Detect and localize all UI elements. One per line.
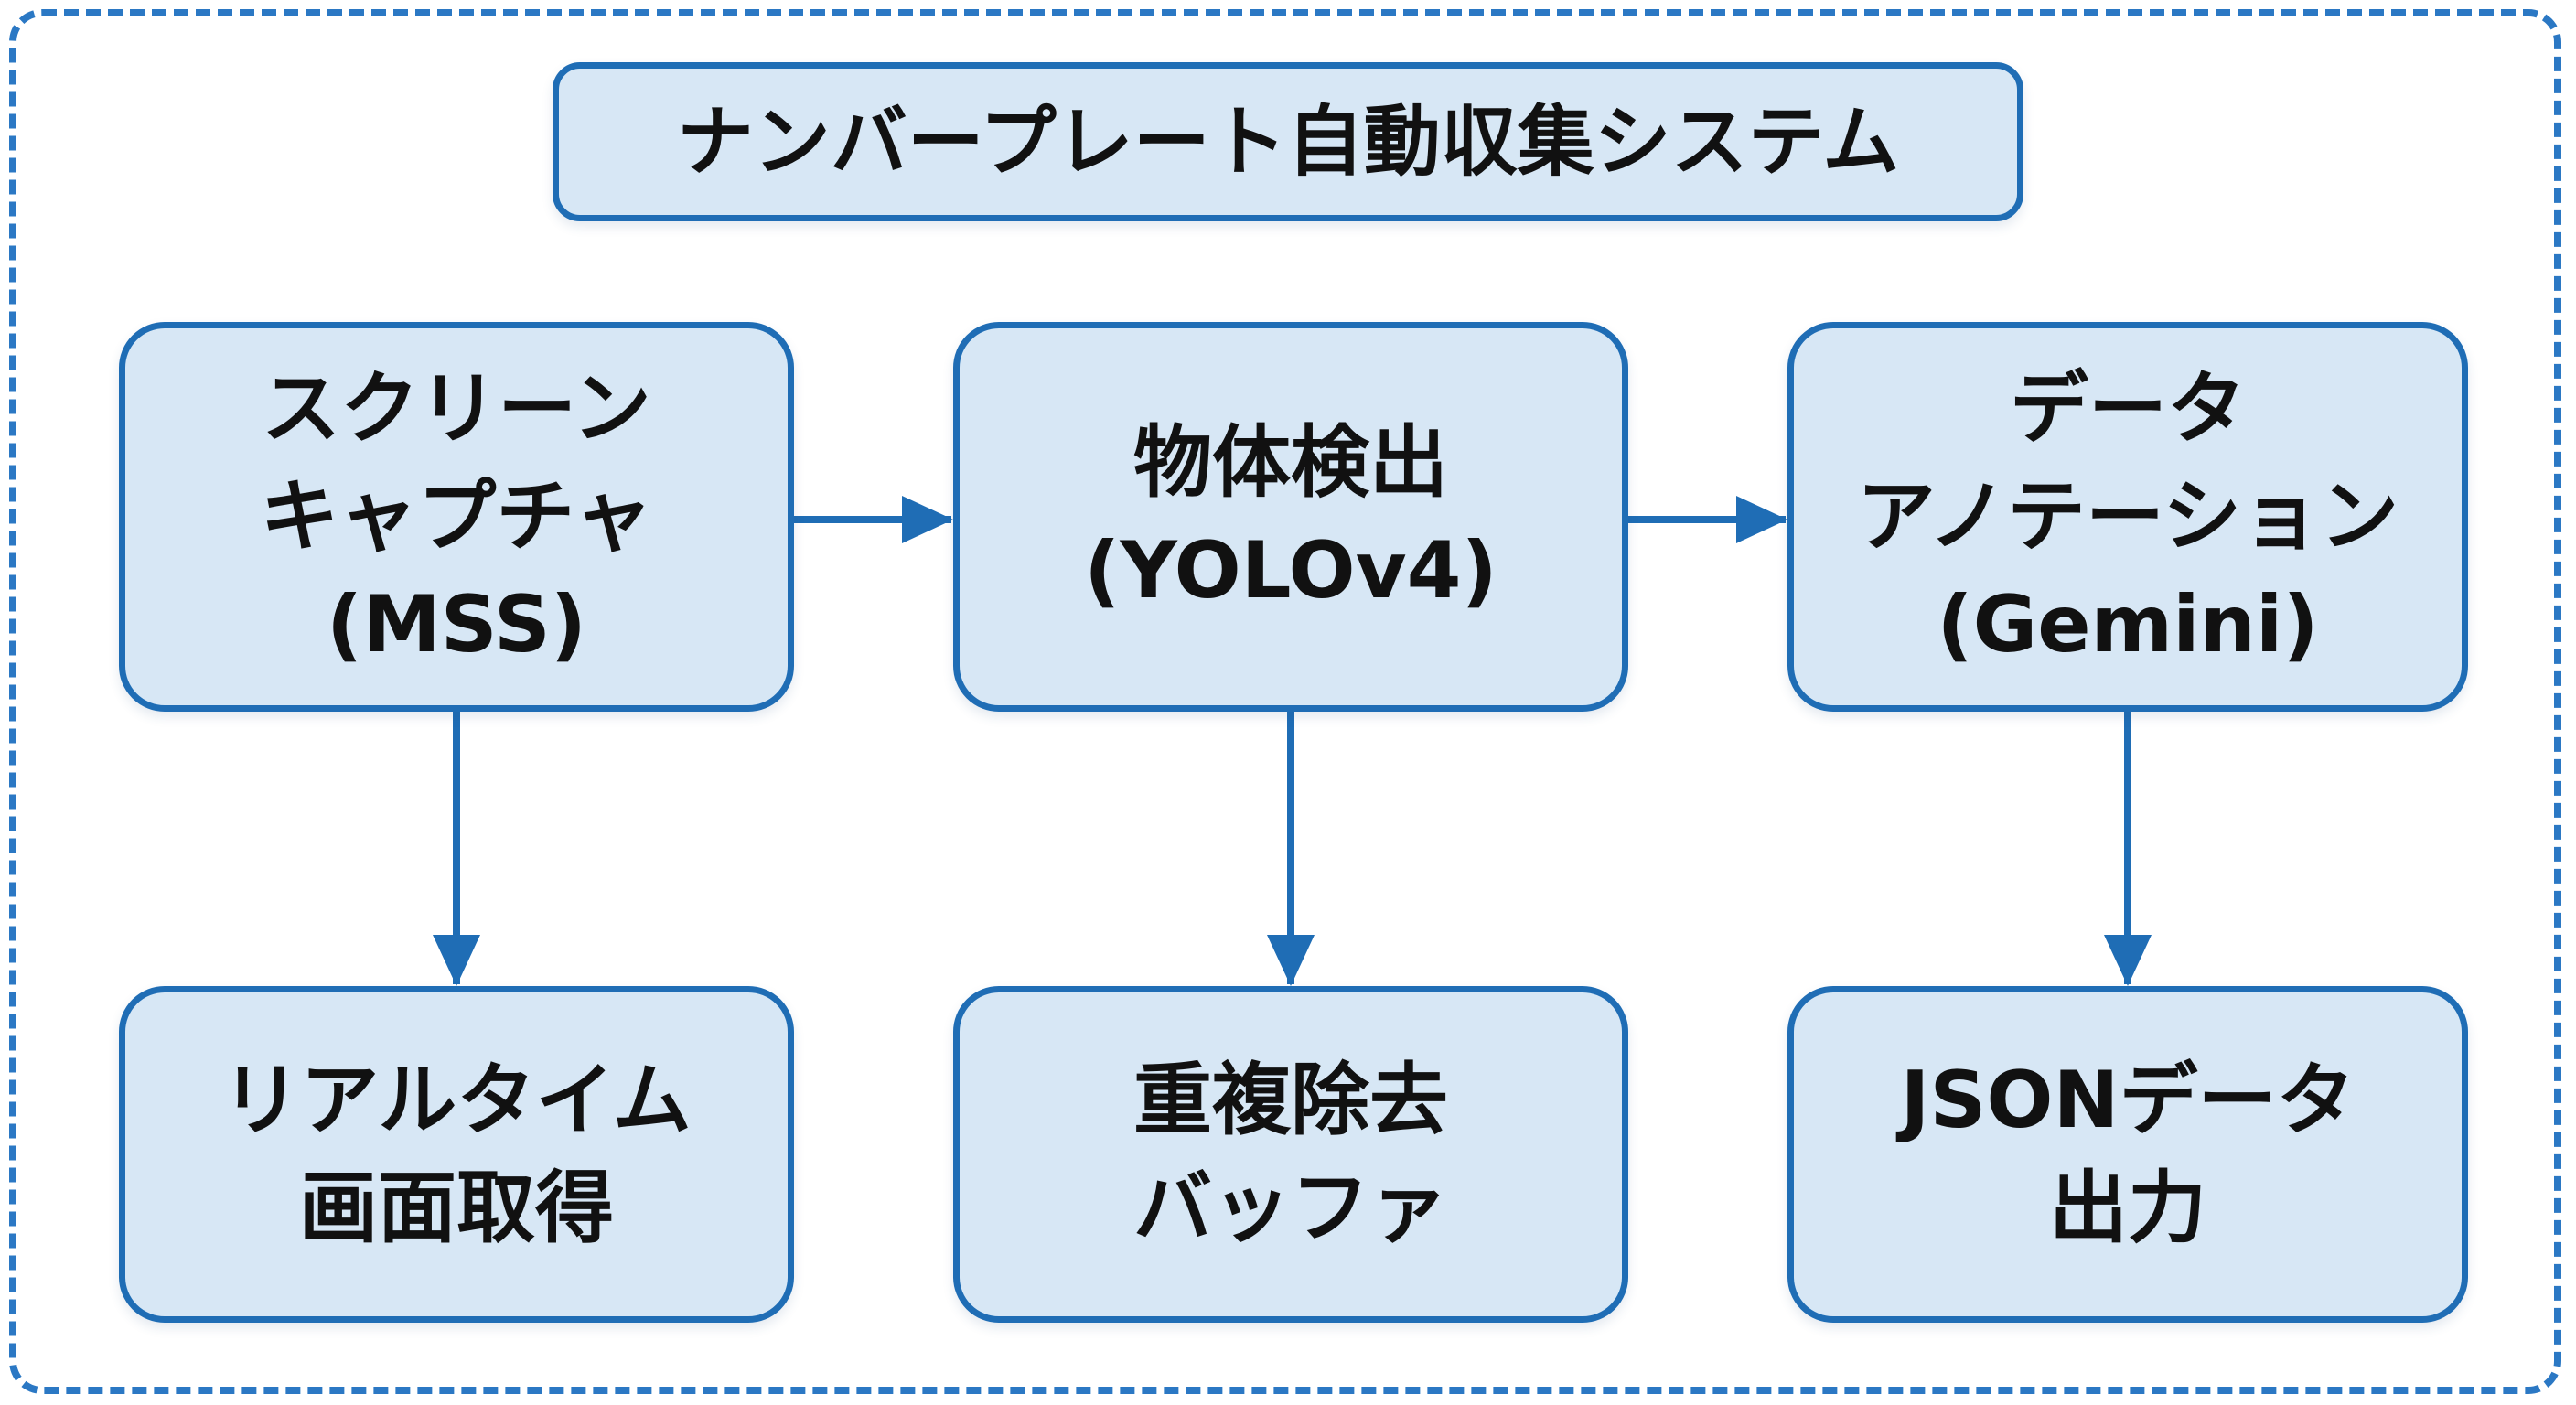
node-label-line: (Gemini) [1937,579,2319,670]
dashed-outer-frame [9,9,2561,1394]
node-label-line: 物体検出 [1133,417,1448,509]
node-label-line: (MSS) [326,579,587,670]
node-json-output: JSONデータ 出力 [1787,986,2468,1323]
node-label-line: 出力 [2049,1163,2206,1254]
node-realtime-capture: リアルタイム 画面取得 [119,986,794,1323]
node-label-line: キャプチャ [260,471,653,563]
diagram-title-box: ナンバープレート自動収集システム [553,62,2023,221]
node-dedup-buffer: 重複除去 バッファ [953,986,1628,1323]
node-data-annotation: データ アノテーション (Gemini) [1787,322,2468,712]
node-label-line: (YOLOv4) [1084,525,1497,617]
node-label-line: データ [2010,363,2246,455]
node-label-line: JSONデータ [1900,1055,2356,1146]
node-screen-capture: スクリーン キャプチャ (MSS) [119,322,794,712]
node-label-line: バッファ [1133,1163,1448,1254]
node-label-line: 重複除去 [1133,1055,1448,1146]
node-label-line: スクリーン [262,363,651,455]
node-object-detection: 物体検出 (YOLOv4) [953,322,1628,712]
node-label-line: リアルタイム [221,1055,692,1146]
node-label-line: 画面取得 [299,1163,614,1254]
node-label-line: アノテーション [1856,471,2399,563]
diagram-title: ナンバープレート自動収集システム [676,97,1900,187]
